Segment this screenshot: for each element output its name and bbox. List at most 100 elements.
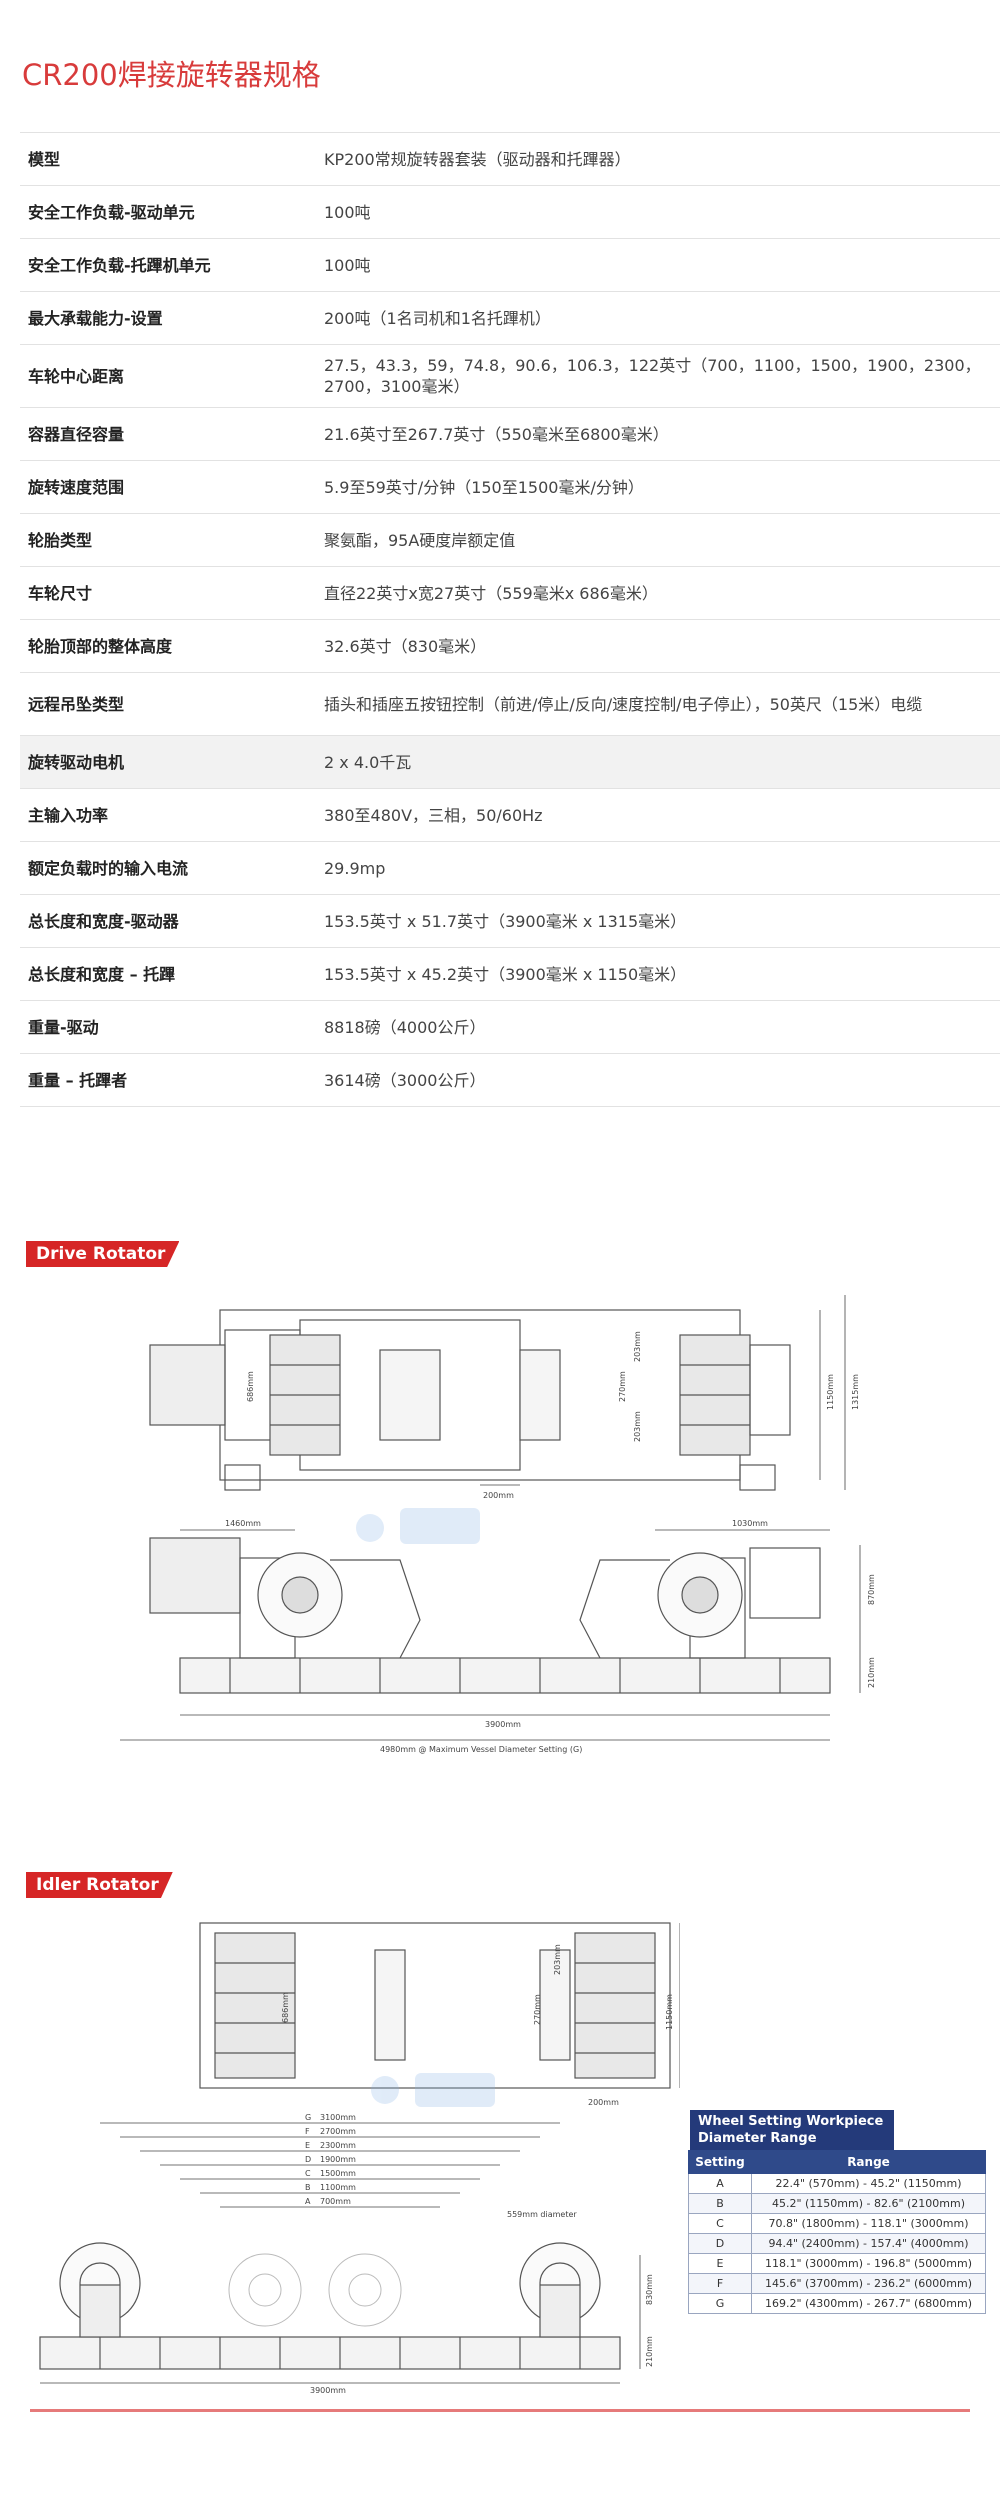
setting-cell: B [688, 2193, 752, 2214]
setting-letter: G [305, 2113, 311, 2122]
col-range: Range [751, 2150, 986, 2174]
spec-label: 最大承载能力-设置 [20, 291, 316, 345]
drive-dim-1460: 1460mm [225, 1519, 261, 1528]
spec-value: 插头和插座五按钮控制（前进/停止/反向/速度控制/电子停止），50英尺（15米）… [316, 672, 1000, 736]
spec-label: 额定负载时的输入电流 [20, 841, 316, 895]
wheel-setting-title-line2: Diameter Range [698, 2131, 817, 2146]
idler-dim-3900: 3900mm [310, 2386, 346, 2395]
setting-distance: 1500mm [320, 2169, 356, 2178]
idler-dim-203: 203mm [553, 1944, 562, 1975]
setting-letter: C [305, 2169, 311, 2178]
spec-value: 2 x 4.0千瓦 [316, 735, 1000, 789]
range-cell: 45.2" (1150mm) - 82.6" (2100mm) [751, 2193, 986, 2214]
drive-dim-1315: 1315mm [851, 1374, 860, 1410]
idler-dim-559: 559mm diameter [507, 2210, 577, 2219]
spec-value: 3614磅（3000公斤） [316, 1053, 1000, 1107]
spec-value: KP200常规旋转器套装（驱动器和托蹕器） [316, 132, 1000, 186]
spec-value: 153.5英寸 x 51.7英寸（3900毫米 x 1315毫米） [316, 894, 1000, 948]
range-cell: 94.4" (2400mm) - 157.4" (4000mm) [751, 2233, 986, 2254]
spec-value: 32.6英寸（830毫米） [316, 619, 1000, 673]
drive-dim-1150: 1150mm [826, 1374, 835, 1410]
spec-value: 200吨（1名司机和1名托蹕机） [316, 291, 1000, 345]
spec-label: 重量-驱动 [20, 1000, 316, 1054]
col-setting: Setting [688, 2150, 752, 2174]
spec-value: 27.5，43.3，59，74.8，90.6，106.3，122英寸（700，1… [316, 344, 1000, 408]
spec-label: 安全工作负载-驱动单元 [20, 185, 316, 239]
spec-row: 远程吊坠类型插头和插座五按钮控制（前进/停止/反向/速度控制/电子停止），50英… [20, 672, 1000, 736]
range-cell: 145.6" (3700mm) - 236.2" (6000mm) [751, 2273, 986, 2294]
setting-cell: D [688, 2233, 752, 2254]
wheel-setting-title-line1: Wheel Setting Workpiece [698, 2114, 884, 2129]
setting-letter: F [305, 2127, 310, 2136]
spec-value: 380至480V，三相，50/60Hz [316, 788, 1000, 842]
setting-distance: 1900mm [320, 2155, 356, 2164]
spec-row: 轮胎类型聚氨酯，95A硬度岸额定值 [20, 513, 1000, 567]
spec-label: 重量 – 托蹕者 [20, 1053, 316, 1107]
drive-dim-203b: 203mm [633, 1411, 642, 1442]
setting-letter: E [305, 2141, 310, 2150]
spec-label: 模型 [20, 132, 316, 186]
drive-rotator-banner: Drive Rotator [26, 1241, 180, 1267]
idler-dim-210: 210mm [645, 2336, 654, 2367]
drive-dim-200: 200mm [483, 1491, 514, 1500]
spec-label: 旋转速度范围 [20, 460, 316, 514]
spec-label: 安全工作负载-托蹕机单元 [20, 238, 316, 292]
drive-rotator-drawing: 686mm 270mm 203mm 203mm 1150mm 1315mm 20… [120, 1295, 876, 1754]
setting-cell: E [688, 2253, 752, 2274]
setting-distance: 3100mm [320, 2113, 356, 2122]
setting-distance: 700mm [320, 2197, 351, 2206]
spec-label: 容器直径容量 [20, 407, 316, 461]
spec-value: 直径22英寸x宽27英寸（559毫米x 686毫米） [316, 566, 1000, 620]
idler-dim-200: 200mm [588, 2098, 619, 2107]
spec-value: 聚氨酯，95A硬度岸额定值 [316, 513, 1000, 567]
spec-label: 旋转驱动电机 [20, 735, 316, 789]
setting-cell: C [688, 2213, 752, 2234]
drive-dim-870: 870mm [867, 1574, 876, 1605]
setting-distance: 1100mm [320, 2183, 356, 2192]
idler-rotator-banner: Idler Rotator [26, 1872, 173, 1898]
spec-label: 轮胎类型 [20, 513, 316, 567]
page-title: CR200焊接旋转器规格 [22, 58, 321, 92]
spec-value: 5.9至59英寸/分钟（150至1500毫米/分钟） [316, 460, 1000, 514]
spec-label: 总长度和宽度 – 托蹕 [20, 947, 316, 1001]
bottom-divider [30, 2409, 970, 2412]
setting-distance: 2300mm [320, 2141, 356, 2150]
spec-label: 远程吊坠类型 [20, 672, 316, 736]
spec-label: 车轮尺寸 [20, 566, 316, 620]
spec-value: 100吨 [316, 238, 1000, 292]
range-cell: 22.4" (570mm) - 45.2" (1150mm) [751, 2173, 986, 2194]
range-cell: 118.1" (3000mm) - 196.8" (5000mm) [751, 2253, 986, 2274]
setting-distance: 2700mm [320, 2127, 356, 2136]
range-cell: 70.8" (1800mm) - 118.1" (3000mm) [751, 2213, 986, 2234]
drive-dim-1030: 1030mm [732, 1519, 768, 1528]
spec-row: 车轮尺寸直径22英寸x宽27英寸（559毫米x 686毫米） [20, 566, 1000, 620]
wheel-setting-title: Wheel Setting Workpiece Diameter Range [690, 2110, 894, 2150]
setting-letter: A [305, 2197, 311, 2206]
setting-cell: F [688, 2273, 752, 2294]
spec-value: 8818磅（4000公斤） [316, 1000, 1000, 1054]
spec-label: 总长度和宽度-驱动器 [20, 894, 316, 948]
drive-dim-3900: 3900mm [485, 1720, 521, 1729]
setting-letter: B [305, 2183, 311, 2192]
spec-value: 100吨 [316, 185, 1000, 239]
spec-label: 轮胎顶部的整体高度 [20, 619, 316, 673]
setting-letter: D [305, 2155, 311, 2164]
spec-label: 主输入功率 [20, 788, 316, 842]
